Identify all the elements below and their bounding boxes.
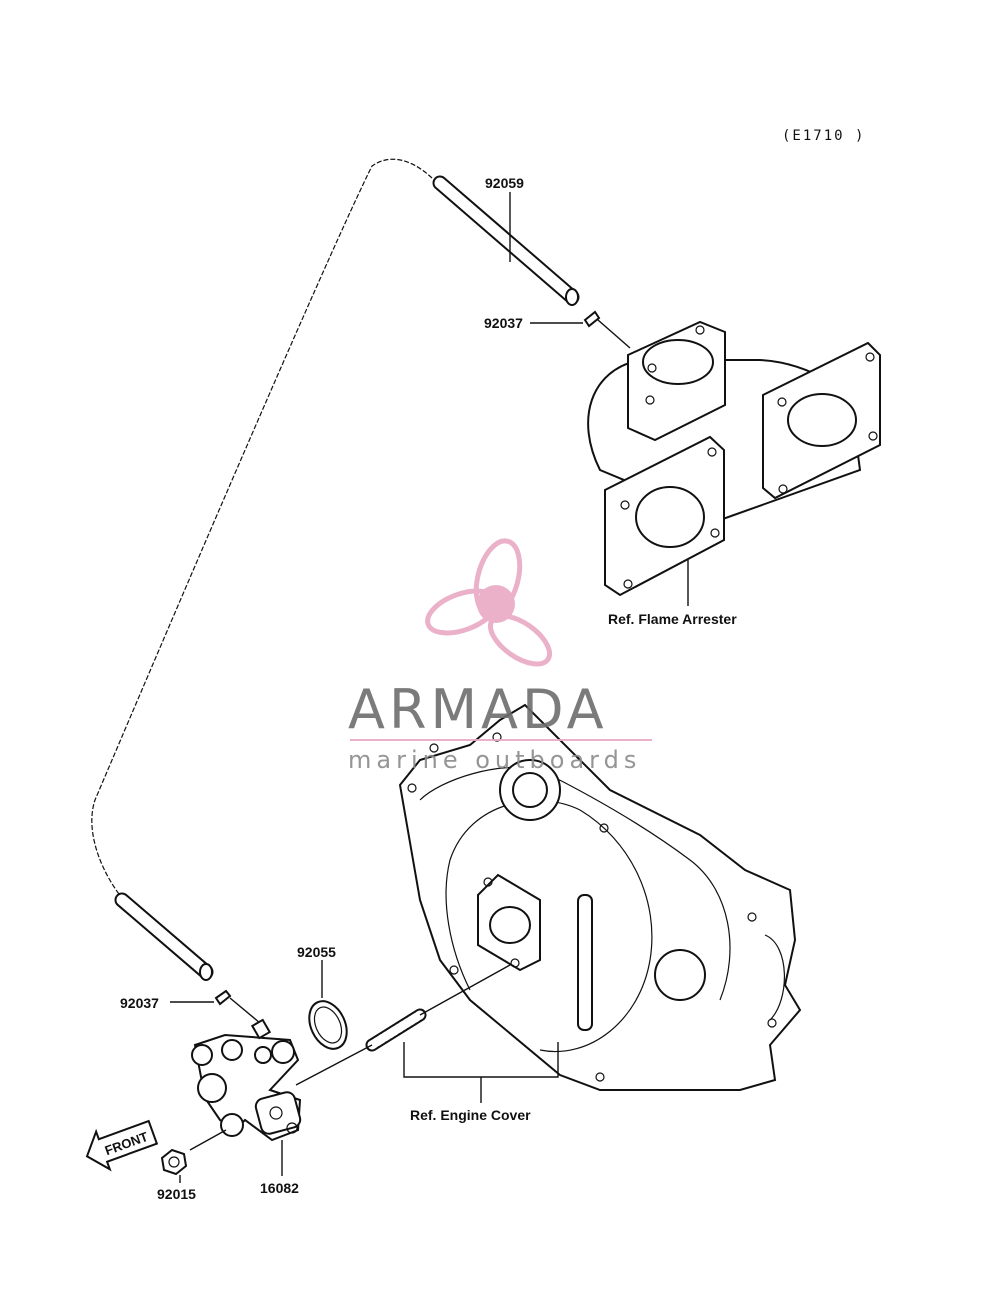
front-direction-arrow: FRONT	[85, 1119, 159, 1172]
lower-hose	[114, 892, 214, 981]
label-92059: 92059	[485, 175, 524, 191]
label-92055: 92055	[297, 944, 336, 960]
lower-clamp	[214, 989, 261, 1024]
upper-hose	[432, 175, 580, 306]
stud-bolt	[365, 1008, 427, 1052]
hose-routing-line	[91, 158, 438, 899]
watermark-tagline: marine outboards	[348, 746, 641, 774]
o-ring	[308, 1000, 348, 1050]
label-16082: 16082	[260, 1180, 299, 1196]
figure-code: (E1710 )	[782, 128, 865, 144]
nut	[160, 1148, 188, 1176]
upper-clamp	[583, 310, 631, 349]
flame-arrester-manifold	[587, 320, 881, 597]
label-92015: 92015	[157, 1186, 196, 1202]
propeller-logo	[425, 538, 553, 667]
ref-flame-arrester: Ref. Flame Arrester	[608, 611, 737, 627]
engine-cover	[398, 703, 802, 1091]
label-92037-upper: 92037	[484, 315, 523, 331]
armada-watermark: ARMADA marine outboards	[348, 538, 652, 774]
ref-engine-cover: Ref. Engine Cover	[410, 1107, 531, 1123]
label-92037-lower: 92037	[120, 995, 159, 1011]
fuel-cock-assembly	[191, 1018, 302, 1142]
watermark-brand: ARMADA	[348, 678, 608, 741]
